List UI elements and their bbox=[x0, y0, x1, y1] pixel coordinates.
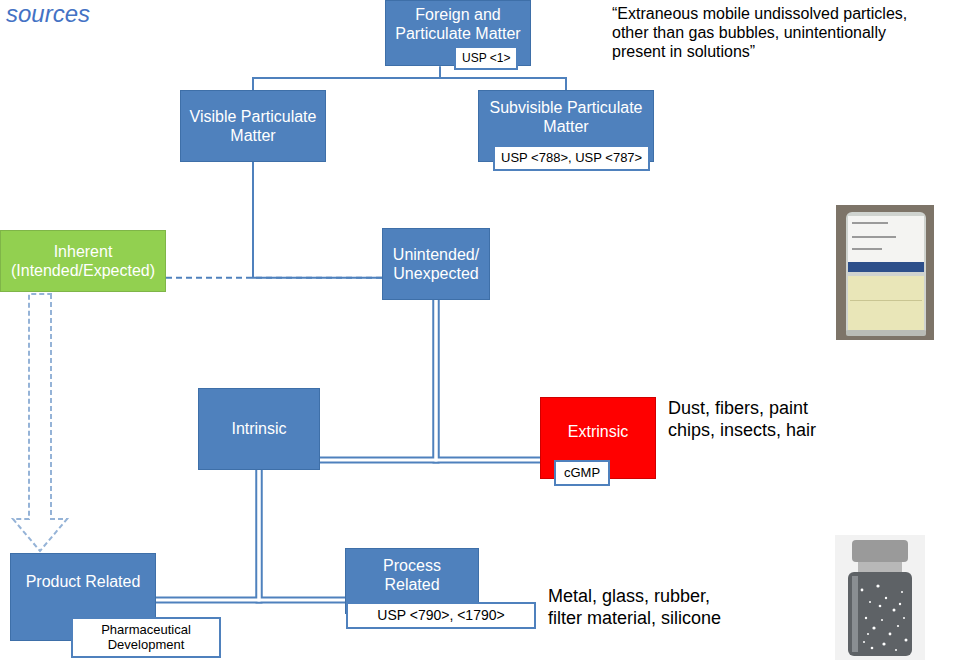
category-box: Visible Particulate Matter bbox=[180, 90, 326, 162]
connector-line bbox=[436, 300, 540, 460]
connector-inner-line bbox=[259, 470, 345, 600]
node-text: USP <790>, <1790> bbox=[354, 607, 528, 624]
connector-line bbox=[253, 162, 382, 278]
node-text: Foreign and Particulate Matter bbox=[394, 5, 522, 43]
definition-quote: “Extraneous mobile undissolved particles… bbox=[612, 4, 912, 62]
node-text: USP <788>, USP <787> bbox=[501, 150, 642, 166]
example-note: Dust, fibers, paint chips, insects, hair bbox=[668, 398, 838, 441]
liquid-line bbox=[850, 300, 922, 301]
label-line bbox=[852, 222, 888, 224]
category-box: Subvisible Particulate MatterUSP <788>, … bbox=[478, 90, 654, 162]
connector-line bbox=[156, 470, 259, 600]
connector-line bbox=[320, 300, 436, 460]
label-band bbox=[848, 262, 924, 272]
reference-tag: Pharmaceutical Development bbox=[71, 617, 221, 658]
label-line bbox=[852, 248, 882, 250]
vial-photo bbox=[835, 535, 925, 660]
particles bbox=[861, 584, 908, 651]
category-box: Extrinsic cGMP bbox=[540, 397, 656, 479]
connector-inner-line bbox=[436, 300, 540, 460]
category-box: Inherent (Intended/Expected) bbox=[0, 230, 166, 292]
example-note: Metal, glass, rubber, filter material, s… bbox=[548, 586, 738, 629]
vial-highlight bbox=[852, 576, 858, 652]
vial-body bbox=[848, 572, 912, 656]
vial-cap bbox=[852, 540, 908, 562]
bottle-glass bbox=[846, 212, 926, 336]
label-line bbox=[852, 236, 896, 238]
node-text: Inherent (Intended/Expected) bbox=[7, 242, 159, 280]
connector-line bbox=[259, 470, 345, 600]
connector-inner-line bbox=[320, 300, 436, 460]
bottle-base bbox=[846, 330, 926, 336]
node-text: Product Related bbox=[26, 572, 141, 591]
reference-tag: cGMP bbox=[554, 460, 610, 486]
connector-line bbox=[253, 66, 440, 90]
category-box: Unintended/ Unexpected bbox=[382, 228, 490, 300]
node-text: USP <1> bbox=[462, 51, 510, 65]
category-box: Foreign and Particulate MatterUSP <1> bbox=[385, 0, 531, 66]
node-text: Unintended/ Unexpected bbox=[391, 245, 481, 283]
photo-background bbox=[835, 535, 925, 660]
vial-neck bbox=[858, 562, 902, 572]
bottle-label bbox=[848, 216, 924, 264]
node-text: Subvisible Particulate Matter bbox=[487, 98, 645, 136]
node-text: Process Related bbox=[354, 556, 470, 594]
bottle-photo bbox=[836, 205, 934, 340]
node-text: Intrinsic bbox=[231, 419, 286, 438]
category-box: Process RelatedUSP <790>, <1790> bbox=[345, 548, 479, 614]
reference-tag: USP <790>, <1790> bbox=[346, 602, 536, 629]
reference-tag: USP <788>, USP <787> bbox=[493, 145, 650, 171]
slide-title-fragment: sources bbox=[6, 0, 206, 29]
photo-background bbox=[836, 205, 934, 340]
bottle-liquid bbox=[848, 276, 924, 332]
reference-tag: USP <1> bbox=[454, 46, 518, 70]
connector-inner-line bbox=[156, 470, 259, 600]
node-text: cGMP bbox=[562, 465, 602, 481]
category-box: Intrinsic bbox=[198, 388, 320, 470]
node-text: Pharmaceutical Development bbox=[79, 622, 213, 653]
node-text: Extrinsic bbox=[568, 422, 628, 441]
node-text: Visible Particulate Matter bbox=[189, 107, 317, 145]
block-arrow bbox=[13, 294, 67, 551]
category-box: Product RelatedPharmaceutical Developmen… bbox=[10, 553, 156, 641]
